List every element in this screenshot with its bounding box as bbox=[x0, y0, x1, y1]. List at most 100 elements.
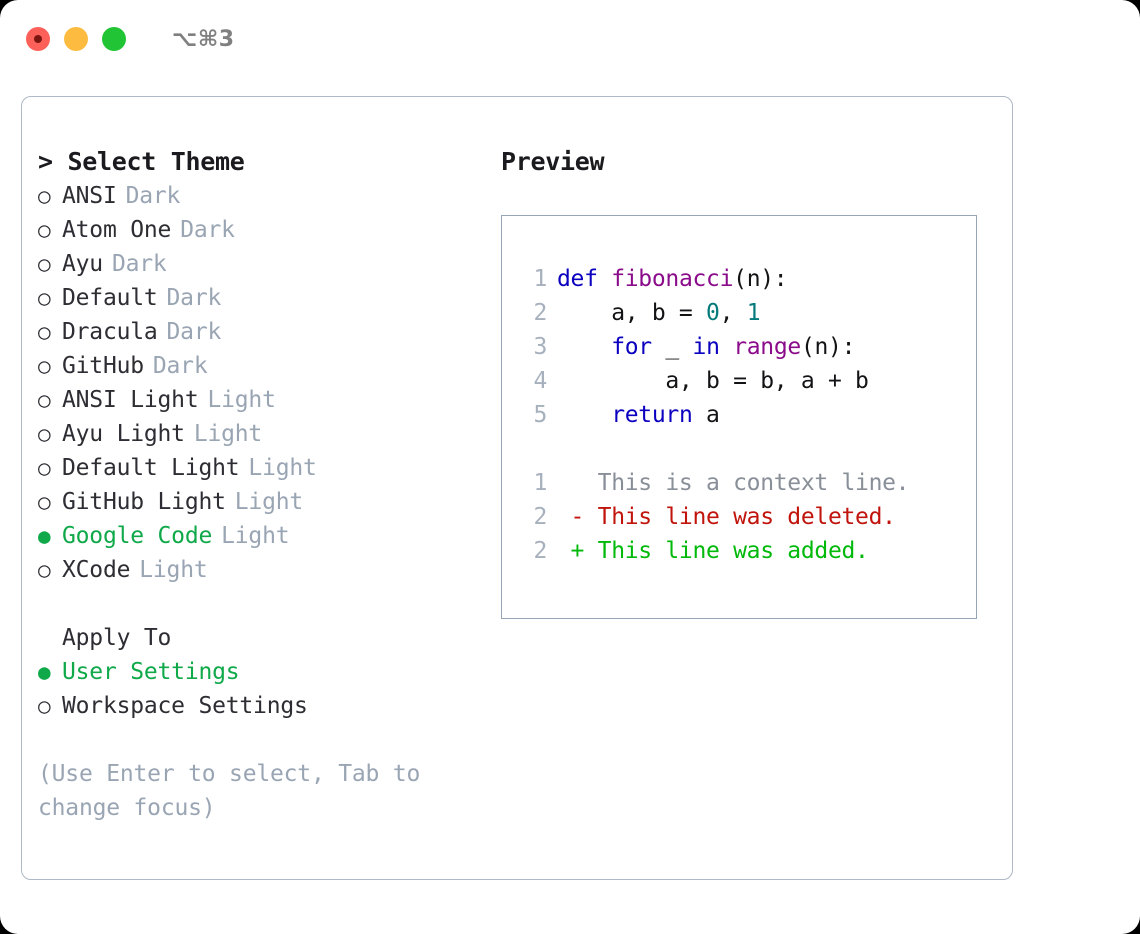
radio-unselected-icon[interactable]: ○ bbox=[38, 320, 51, 344]
apply-to-label: User Settings bbox=[62, 659, 240, 685]
code-token: a, b = b, a + b bbox=[557, 368, 869, 394]
theme-option[interactable]: ○ ANSI Light Light bbox=[38, 383, 488, 417]
minimize-button[interactable] bbox=[64, 27, 88, 51]
code-token bbox=[557, 334, 611, 360]
diff-line: 2 + This line was added. bbox=[519, 534, 976, 568]
apply-to-list: ● User Settings ○Workspace Settings bbox=[38, 655, 488, 723]
radio-unselected-icon[interactable]: ○ bbox=[38, 490, 51, 514]
diff-sample: 1 This is a context line.2 - This line w… bbox=[519, 466, 976, 568]
theme-variant: Dark bbox=[166, 319, 222, 345]
theme-name: GitHub bbox=[62, 353, 144, 379]
theme-name: Ayu Light bbox=[62, 421, 185, 447]
theme-variant: Dark bbox=[125, 183, 181, 209]
code-line: 3 for _ in range(n): bbox=[519, 330, 976, 364]
code-line-text: for _ in range(n): bbox=[557, 330, 855, 364]
radio-unselected-icon[interactable]: ○ bbox=[38, 422, 51, 446]
radio-unselected-icon[interactable]: ○ bbox=[38, 286, 51, 310]
code-line-number: 5 bbox=[533, 402, 547, 428]
diff-line-number: 2 bbox=[533, 538, 547, 564]
theme-name: GitHub Light bbox=[62, 489, 226, 515]
code-token: _ bbox=[651, 334, 693, 360]
section-spacer bbox=[38, 587, 488, 621]
code-token: (n): bbox=[733, 266, 788, 292]
radio-unselected-icon[interactable]: ○ bbox=[38, 456, 51, 480]
radio-unselected-icon[interactable]: ○ bbox=[38, 354, 51, 378]
theme-variant: Dark bbox=[166, 285, 222, 311]
theme-variant: Dark bbox=[180, 217, 235, 243]
code-token bbox=[720, 334, 734, 360]
code-token: for bbox=[611, 334, 652, 360]
theme-name: ANSI Light bbox=[62, 387, 199, 413]
code-line-text: def fibonacci(n): bbox=[557, 262, 788, 296]
code-token: (n): bbox=[800, 334, 856, 360]
radio-unselected-icon[interactable]: ○ bbox=[38, 252, 51, 276]
theme-name: XCode bbox=[62, 557, 131, 583]
radio-unselected-icon[interactable]: ○ bbox=[38, 558, 51, 582]
theme-option[interactable]: ○ Dracula Dark bbox=[38, 315, 488, 349]
code-token: 0 bbox=[706, 300, 720, 326]
theme-name: Atom One bbox=[62, 217, 172, 243]
theme-name: Ayu bbox=[62, 251, 103, 277]
code-line-text: return a bbox=[557, 398, 720, 432]
theme-variant: Light bbox=[207, 387, 276, 413]
theme-variant: Dark bbox=[152, 353, 208, 379]
title-bar: ⌥⌘3 bbox=[0, 0, 1140, 78]
radio-unselected-icon[interactable]: ○ bbox=[38, 218, 51, 242]
code-line-text: a, b = b, a + b bbox=[557, 364, 869, 398]
apply-to-option[interactable]: ● User Settings bbox=[38, 655, 488, 689]
radio-selected-icon[interactable]: ● bbox=[38, 660, 51, 684]
apply-to-option[interactable]: ○Workspace Settings bbox=[38, 689, 488, 723]
theme-variant: Light bbox=[193, 421, 263, 447]
code-token: fibonacci bbox=[611, 266, 734, 292]
code-token: return bbox=[611, 402, 693, 428]
code-token: def bbox=[557, 266, 612, 292]
code-token: range bbox=[733, 334, 801, 360]
diff-line-text: + This line was added. bbox=[557, 538, 869, 564]
theme-name: ANSI bbox=[62, 183, 117, 209]
radio-unselected-icon[interactable]: ○ bbox=[38, 184, 51, 208]
radio-selected-icon[interactable]: ● bbox=[38, 524, 51, 548]
theme-variant: Light bbox=[221, 523, 290, 549]
theme-name: Dracula bbox=[62, 319, 158, 345]
code-token: in bbox=[692, 334, 720, 360]
theme-option[interactable]: ○ ANSI Dark bbox=[38, 179, 488, 213]
theme-variant: Light bbox=[139, 557, 208, 583]
theme-option[interactable]: ○ XCode Light bbox=[38, 553, 488, 587]
theme-variant: Light bbox=[248, 455, 317, 481]
diff-line-text: This is a context line. bbox=[557, 470, 910, 496]
radio-unselected-icon[interactable]: ○ bbox=[38, 388, 51, 412]
maximize-button[interactable] bbox=[102, 27, 126, 51]
code-line-number: 3 bbox=[533, 334, 547, 360]
diff-line-number: 2 bbox=[533, 504, 547, 530]
code-token bbox=[557, 402, 611, 428]
code-line-text: a, b = 0, 1 bbox=[557, 296, 760, 330]
close-button[interactable] bbox=[26, 27, 50, 51]
theme-option[interactable]: ○ GitHub Dark bbox=[38, 349, 488, 383]
code-line-number: 1 bbox=[533, 266, 547, 292]
diff-line: 2 - This line was deleted. bbox=[519, 500, 976, 534]
diff-line-text: - This line was deleted. bbox=[557, 504, 896, 530]
code-line-number: 4 bbox=[533, 368, 547, 394]
code-line-number: 2 bbox=[533, 300, 547, 326]
radio-unselected-icon[interactable]: ○ bbox=[38, 694, 51, 718]
keyboard-shortcut-label: ⌥⌘3 bbox=[172, 26, 235, 52]
theme-option[interactable]: ○ Atom One Dark bbox=[38, 213, 488, 247]
theme-option[interactable]: ○ Ayu Light Light bbox=[38, 417, 488, 451]
select-theme-header: > Select Theme bbox=[38, 147, 245, 176]
preview-title: Preview bbox=[501, 147, 605, 176]
code-line: 2 a, b = 0, 1 bbox=[519, 296, 976, 330]
theme-option[interactable]: ○ Default Dark bbox=[38, 281, 488, 315]
theme-name: Default bbox=[62, 285, 158, 311]
traffic-lights bbox=[26, 27, 126, 51]
